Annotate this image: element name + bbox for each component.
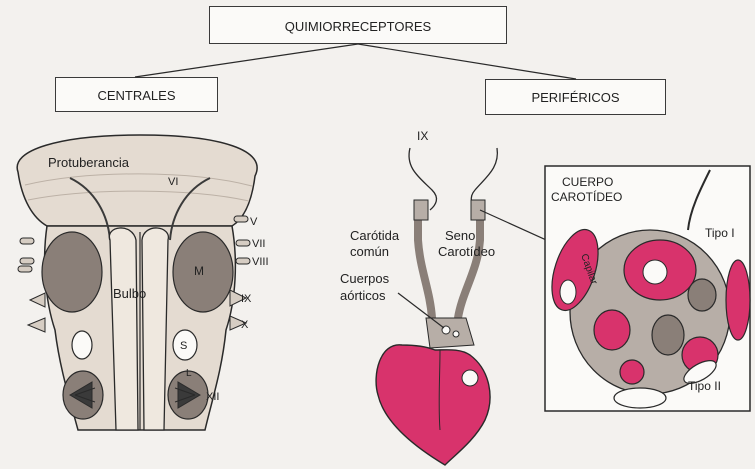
pons-shape (17, 135, 257, 226)
label-seno-1: Seno (445, 228, 475, 243)
label-m: M (194, 264, 204, 278)
label-vii: VII (252, 238, 265, 250)
label-l: L (186, 368, 192, 379)
type-ii-cell (614, 388, 666, 408)
type-i-cell (594, 310, 630, 350)
carotid-body-inset: CUERPO CAROTÍDEO Tipo I Tipo II Capilar (543, 166, 750, 411)
label-ix-peripheral: IX (417, 129, 428, 143)
label-cuerpos-2: aórticos (340, 288, 386, 303)
pyramid-right (142, 228, 168, 430)
label-tipo-1: Tipo I (705, 226, 735, 240)
label-v: V (250, 216, 258, 228)
zone-s-left (72, 331, 92, 359)
label-bulbo: Bulbo (113, 286, 146, 301)
inset-title-1: CUERPO (562, 175, 613, 189)
inset-title-2: CAROTÍDEO (551, 189, 622, 204)
glomus-cell (688, 279, 716, 311)
label-s: S (180, 340, 187, 352)
nerve-stubs-left (18, 238, 45, 332)
label-vi: VI (168, 176, 178, 188)
label-viii: VIII (252, 256, 269, 268)
connector-peripheral (358, 44, 576, 79)
brainstem: Protuberancia VI V VII VIII IX X XII M B… (17, 135, 268, 430)
glomus-cell (652, 315, 684, 355)
connector-central (135, 44, 358, 77)
label-carotida-2: común (350, 244, 389, 259)
label-carotida-1: Carótida (350, 228, 400, 243)
label-x: X (241, 319, 249, 331)
aortic-arch (426, 318, 474, 348)
carotid-sinus-left (414, 200, 428, 220)
capillary-cell (560, 280, 576, 304)
heart-vessel (462, 370, 478, 386)
label-protuberancia: Protuberancia (48, 155, 130, 170)
label-cuerpos-1: Cuerpos (340, 271, 390, 286)
heart (376, 345, 490, 465)
type-i-cell (620, 360, 644, 384)
pointer-cuerpos (398, 293, 444, 328)
zone-m-left (42, 232, 102, 312)
label-seno-2: Carotídeo (438, 244, 495, 259)
label-ix: IX (241, 293, 252, 305)
capillary-right (726, 260, 750, 340)
aortic-body-dot (453, 331, 459, 337)
carotid-sinus-right (471, 200, 485, 220)
type-i-nucleus (643, 260, 667, 284)
label-xii: XII (206, 391, 219, 403)
label-tipo-2: Tipo II (688, 379, 721, 393)
